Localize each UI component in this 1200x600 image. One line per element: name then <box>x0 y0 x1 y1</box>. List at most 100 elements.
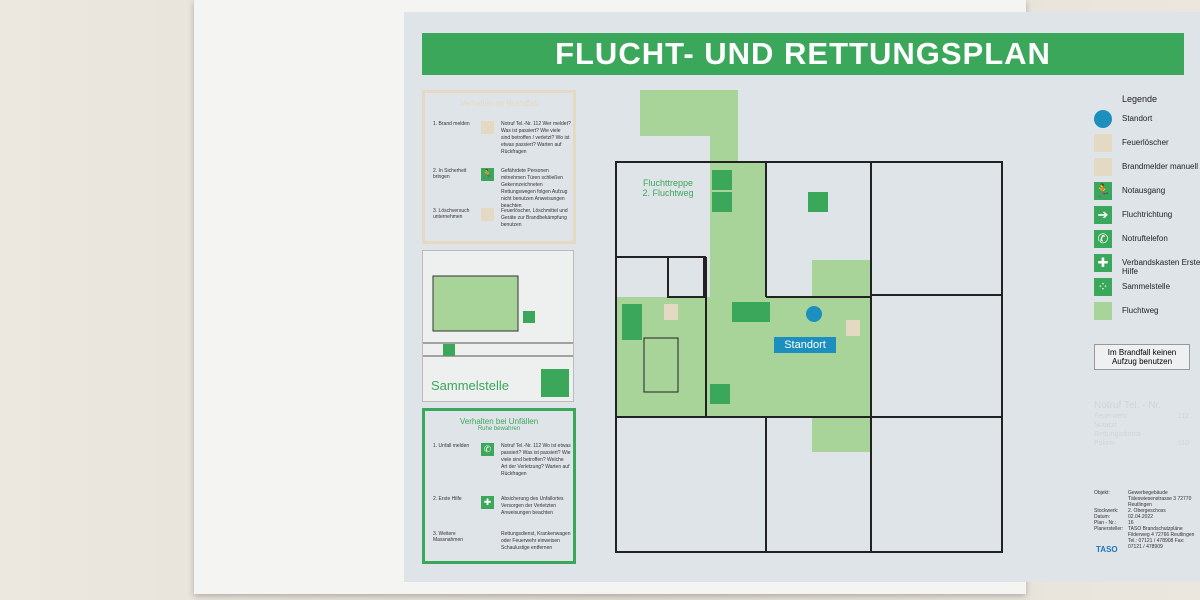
legend-label: Verbandskasten Erste Hilfe <box>1122 258 1200 276</box>
number-row: Polizei 110 <box>1094 440 1189 447</box>
emergency-exit-icon: 🏃 <box>481 168 494 181</box>
emergency-phone-icon: ✆ <box>1094 230 1112 248</box>
row-text: Gefährdete Personen mitnehmen Türen schl… <box>501 168 568 209</box>
info-value: 02.04.2022 <box>1128 514 1154 520</box>
service-name: Polizei <box>1094 440 1115 447</box>
row-label: 2. Erste Hilfe <box>433 496 462 502</box>
legend-item: Fluchtweg <box>1094 302 1158 326</box>
escape-stair-outside <box>640 90 712 136</box>
legend-label: Brandmelder manuell <box>1122 162 1199 171</box>
info-key: Stockwerk: <box>1094 508 1119 514</box>
arrow-right-icon: ➔ <box>1094 206 1112 224</box>
row-label: 3. Weitere Massnahmen <box>433 531 464 543</box>
row-text: Feuerlöscher, Löschmittel und Geräte zur… <box>501 208 568 228</box>
emergency-numbers-title: Notruf Tel. - Nr. <box>1094 400 1162 411</box>
fire-extinguisher-icon <box>664 304 678 320</box>
arrow-down-icon <box>523 311 535 323</box>
emergency-exit-icon <box>712 192 732 212</box>
info-key: Plan - Nr.: <box>1094 520 1117 526</box>
service-name: Rettungsdienst <box>1094 431 1141 438</box>
standort-badge <box>774 337 836 353</box>
standort-dot-icon <box>1094 110 1112 128</box>
escape-route <box>710 90 738 162</box>
emergency-exit-icon: 🏃 <box>1094 182 1112 200</box>
first-aid-icon: ✚ <box>481 496 494 509</box>
standort-label: Standort <box>784 339 826 351</box>
floor-plan <box>615 90 1003 553</box>
info-value: TASO Brandschutzpläne Filderweg 4 72766 … <box>1128 526 1195 550</box>
legend-label: Notruftelefon <box>1122 234 1168 243</box>
service-number: 112 <box>1177 413 1189 420</box>
emergency-phone-icon <box>808 192 828 212</box>
arrow-right-icon <box>443 344 455 356</box>
fire-extinguisher-icon <box>1094 134 1112 152</box>
fire-alarm-icon <box>481 121 494 134</box>
assembly-point-label: Sammelstelle <box>431 378 510 393</box>
legend-title: Legende <box>1122 94 1158 104</box>
legend: Legende Standort Feuerlöscher Brandmelde… <box>1094 94 1200 326</box>
first-aid-icon <box>710 384 730 404</box>
first-aid-icon: ✚ <box>1094 254 1112 272</box>
fire-extinguisher-icon <box>481 208 494 221</box>
accident-behavior-box: Verhalten bei Unfällen Ruhe bewahren 1. … <box>422 408 576 564</box>
legend-label: Feuerlöscher <box>1122 138 1169 147</box>
fire-behavior-box: Verhalten im Brandfall 1. Brand melden No… <box>422 90 576 244</box>
row-text: Absicherung des Unfallortes Versorgen de… <box>501 496 564 516</box>
site-map-drawing <box>423 275 573 397</box>
info-value: Gewerbegebäude Täleswiesenstrasse 3 7277… <box>1128 490 1192 508</box>
stair-label-line2: 2. Fluchtweg <box>642 188 694 198</box>
escape-plan-sign: FLUCHT- UND RETTUNGSPLAN Verhalten im Br… <box>404 12 1200 582</box>
elevator-shaft <box>667 256 705 298</box>
row-label: 1. Brand melden <box>433 121 470 127</box>
number-row: Feuerwehr 112 <box>1094 413 1189 420</box>
arrow-left-exit-icon <box>732 302 770 322</box>
info-value: 2. Obergeschoss <box>1128 508 1166 514</box>
service-name: Feuerwehr <box>1094 413 1128 420</box>
row-text: Rettungsdienst, Krankenwagen oder Feuerw… <box>501 531 571 551</box>
legend-label: Fluchtrichtung <box>1122 210 1173 219</box>
row-text: Notruf Tel.-Nr. 112 Wo ist etwas passier… <box>501 443 571 477</box>
building-footprint <box>432 275 519 332</box>
row-label: 1. Unfall melden <box>433 443 470 449</box>
taso-logo: TASO <box>1096 545 1118 554</box>
fire-box-heading: Verhalten im Brandfall <box>459 99 539 108</box>
site-map: Sammelstelle <box>422 250 574 402</box>
fire-alarm-icon <box>846 320 860 336</box>
stairwell <box>643 337 679 393</box>
legend-label: Standort <box>1122 114 1153 123</box>
number-row: Rettungsdienst <box>1094 431 1189 438</box>
legend-item: 🏃 Notausgang <box>1094 182 1165 206</box>
legend-label: Fluchtweg <box>1122 306 1159 315</box>
legend-item: ⁘ Sammelstelle <box>1094 278 1170 302</box>
plan-title: FLUCHT- UND RETTUNGSPLAN <box>422 33 1184 75</box>
legend-item: Feuerlöscher <box>1094 134 1169 158</box>
accident-box-subheading: Ruhe bewahren <box>477 426 521 432</box>
picture-frame: FLUCHT- UND RETTUNGSPLAN Verhalten im Br… <box>194 0 1200 594</box>
stair-label-line1: Flucht­treppe <box>642 178 694 188</box>
service-number: 110 <box>1177 440 1189 447</box>
row-text: Notruf Tel.-Nr. 112 Wer meldet? Was ist … <box>501 121 571 155</box>
info-value: 16 <box>1128 520 1134 526</box>
standort-dot-icon <box>806 306 822 322</box>
info-key: Datum: <box>1094 514 1111 520</box>
legend-item: ✆ Notruftelefon <box>1094 230 1168 254</box>
outer-wall <box>615 161 1003 553</box>
legend-label: Notausgang <box>1122 186 1166 195</box>
emergency-phone-icon: ✆ <box>481 443 494 456</box>
assembly-point-icon: ⁘ <box>1094 278 1112 296</box>
escape-route-swatch-icon <box>1094 302 1112 320</box>
emergency-exit-icon <box>622 304 642 340</box>
legend-item: ✚ Verbandskasten Erste Hilfe <box>1094 254 1200 278</box>
plan-info: Objekt:Gewerbegebäude Täleswiesenstrasse… <box>1094 490 1198 550</box>
assembly-point-icon <box>541 369 569 397</box>
arrow-up-icon <box>712 170 732 190</box>
legend-item: Standort <box>1094 110 1157 134</box>
row-label: 3. Löschversuch unternehmen <box>433 208 470 220</box>
legend-item: Brandmelder manuell <box>1094 158 1198 182</box>
legend-item: ➔ Fluchtrichtung <box>1094 206 1172 230</box>
legend-label: Sammelstelle <box>1122 282 1171 291</box>
escape-route <box>812 260 870 452</box>
accident-box-heading: Verhalten bei Unfällen <box>459 417 539 426</box>
